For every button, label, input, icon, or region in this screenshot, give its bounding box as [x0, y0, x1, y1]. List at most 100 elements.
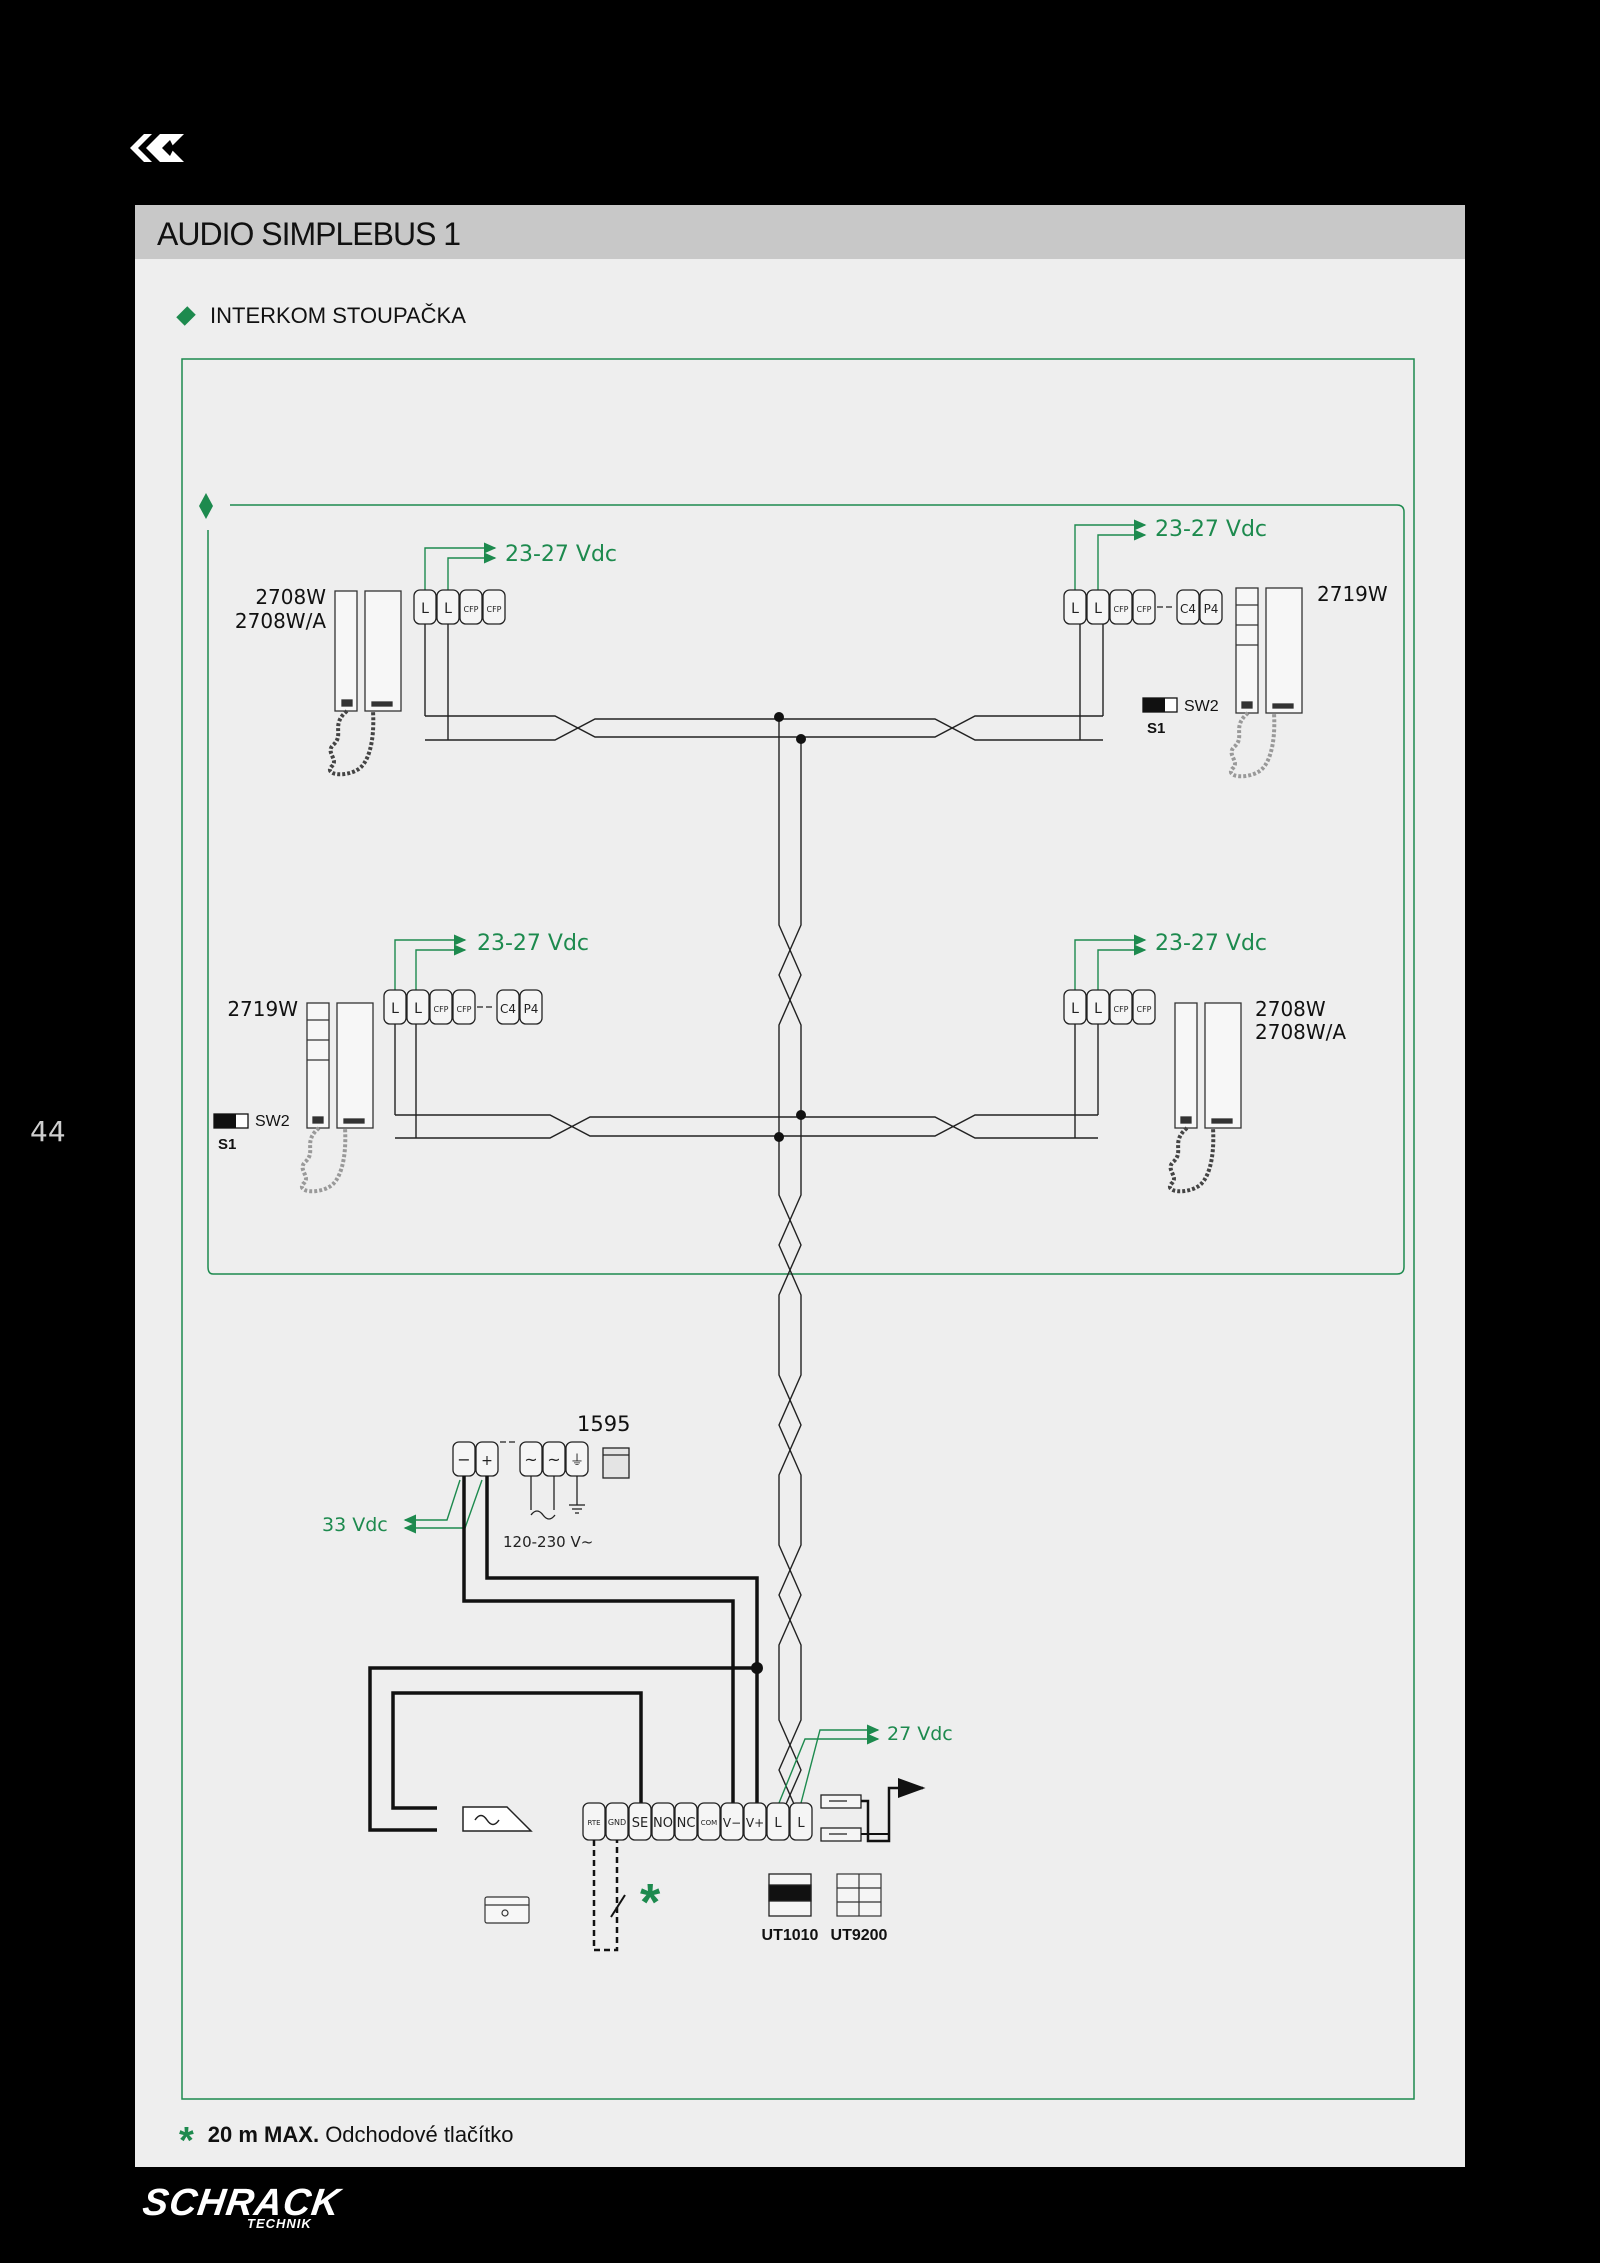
svg-text:~: ~	[547, 1450, 560, 1469]
svg-text:+: +	[481, 1453, 493, 1469]
push-buttons	[820, 1794, 862, 1842]
svg-text:CFP: CFP	[1136, 605, 1151, 614]
svg-text:S1: S1	[1147, 720, 1165, 737]
diagram-frame	[181, 358, 1415, 2100]
footnote: * 20 m MAX. Odchodové tlačítko	[179, 2120, 514, 2162]
svg-text:S1: S1	[218, 1136, 236, 1153]
model-label-br2: 2708W/A	[1255, 1020, 1346, 1044]
door-lock-icon	[462, 1806, 533, 1832]
voltage-label-tr: 23-27 Vdc	[1155, 517, 1267, 542]
svg-text:SW2: SW2	[1184, 698, 1219, 715]
svg-text:SW2: SW2	[255, 1113, 290, 1130]
section-heading: INTERKOM STOUPAČKA	[176, 303, 466, 329]
terminal-block-tr: L L CFP CFP C4 P4	[1063, 589, 1223, 625]
svg-text:L: L	[391, 1001, 399, 1017]
svg-text:L: L	[1071, 1001, 1079, 1017]
switch-bl: SW2 S1	[213, 1113, 290, 1153]
brand-sub: TECHNIK	[247, 2216, 312, 2231]
model-label-tl2: 2708W/A	[235, 609, 326, 633]
riser-frame	[207, 504, 1405, 1275]
page-title: AUDIO SIMPLEBUS 1	[157, 216, 461, 252]
panel-header: AUDIO SIMPLEBUS 1	[135, 205, 1465, 259]
svg-text:RTE: RTE	[587, 1819, 600, 1827]
svg-text:L: L	[1094, 601, 1102, 617]
svg-text:GND: GND	[608, 1818, 626, 1827]
svg-text:NO: NO	[653, 1816, 673, 1831]
svg-text:NC: NC	[677, 1816, 696, 1831]
asterisk-icon: *	[640, 1874, 661, 1932]
voltage-leads	[394, 519, 1147, 1804]
svg-text:CFP: CFP	[456, 1005, 471, 1014]
svg-text:L: L	[414, 1001, 422, 1017]
svg-text:P4: P4	[1204, 602, 1219, 616]
model-label-tr: 2719W	[1317, 582, 1388, 606]
model-label-tl: 2708W	[255, 585, 326, 609]
model-label-bl: 2719W	[227, 997, 298, 1021]
ut1010-label: UT1010	[762, 1927, 819, 1944]
svg-text:~: ~	[524, 1450, 537, 1469]
riser-diamond-icon	[199, 493, 213, 519]
svg-text:V−: V−	[723, 1816, 741, 1830]
terminal-block-bl: L L CFP CFP C4 P4	[383, 989, 543, 1025]
junction-dots	[774, 712, 806, 1142]
schrack-chevron-logo	[130, 134, 184, 162]
ut9200-module-icon	[836, 1873, 882, 1917]
handset-icon	[327, 590, 402, 777]
model-labels: 2708W 2708W/A 2719W 2719W 2708W 2708W/A	[227, 582, 1388, 1044]
junction-dot	[751, 1662, 763, 1674]
call-output-wire	[861, 1778, 926, 1843]
model-label-br: 2708W	[1255, 997, 1326, 1021]
svg-text:CFP: CFP	[1136, 1005, 1151, 1014]
ut9200-label: UT9200	[831, 1927, 888, 1944]
power-supply: − + ~ ~ ⏚	[452, 1441, 630, 1520]
brand-logo: SCHRACK	[140, 2182, 344, 2224]
svg-text:CFP: CFP	[1113, 605, 1128, 614]
svg-text:⏚: ⏚	[570, 1453, 584, 1469]
svg-text:CFP: CFP	[1113, 1005, 1128, 1014]
bus-wiring	[394, 605, 1104, 1825]
voltage-label-bl: 23-27 Vdc	[477, 931, 589, 956]
asterisk-icon: *	[179, 2120, 194, 2162]
wiring-diagram: 23-27 Vdc 23-27 Vdc 23-27 Vdc 23-27 Vdc …	[181, 358, 1415, 2100]
psu-model-label: 1595	[577, 1412, 630, 1436]
page-number: 44	[30, 1115, 66, 1148]
mains-label: 120-230 V~	[503, 1533, 593, 1551]
switch-tr: SW2 S1	[1142, 697, 1219, 737]
panel-terminal-strip: RTE GND SE NO NC COM V− V+ L L	[582, 1802, 813, 1841]
footnote-text: Odchodové tlačítko	[325, 2122, 514, 2147]
svg-text:SE: SE	[632, 1816, 648, 1831]
voltage-label-br: 23-27 Vdc	[1155, 931, 1267, 956]
exit-button-switch	[610, 1894, 626, 1918]
power-wiring	[368, 1476, 759, 1832]
svg-text:L: L	[1094, 1001, 1102, 1017]
terminal-label: L	[444, 601, 452, 617]
svg-text:C4: C4	[1180, 602, 1196, 616]
ut1010-module-icon	[768, 1873, 812, 1917]
svg-text:L: L	[797, 1816, 805, 1831]
speaker-unit-icon	[484, 1896, 530, 1924]
voltage-label-psu: 33 Vdc	[322, 1514, 388, 1536]
handset-icon	[299, 1002, 374, 1194]
terminal-label: CFP	[486, 605, 501, 614]
svg-text:L: L	[774, 1816, 782, 1831]
handset-icon	[1228, 587, 1303, 779]
svg-text:−: −	[457, 1450, 470, 1469]
voltage-label-panel: 27 Vdc	[887, 1723, 953, 1745]
svg-text:P4: P4	[524, 1002, 539, 1016]
svg-text:L: L	[1071, 601, 1079, 617]
terminal-label: CFP	[463, 605, 478, 614]
exit-button-wiring	[592, 1840, 619, 1952]
handset-icon	[1167, 1002, 1242, 1194]
terminal-label: L	[421, 601, 429, 617]
svg-text:CFP: CFP	[433, 1005, 448, 1014]
footnote-bold: 20 m MAX.	[207, 2122, 320, 2147]
section-label: INTERKOM STOUPAČKA	[210, 303, 466, 328]
content-panel: AUDIO SIMPLEBUS 1 INTERKOM STOUPAČKA	[135, 205, 1465, 2167]
terminal-block-br: L L CFP CFP	[1063, 989, 1156, 1025]
svg-text:C4: C4	[500, 1002, 516, 1016]
svg-text:COM: COM	[701, 1819, 717, 1827]
voltage-label-tl: 23-27 Vdc	[505, 542, 617, 567]
voltage-labels: 23-27 Vdc 23-27 Vdc 23-27 Vdc 23-27 Vdc …	[322, 517, 1267, 1745]
svg-text:V+: V+	[746, 1816, 764, 1830]
terminal-block-tl: L L CFP CFP	[413, 589, 506, 625]
